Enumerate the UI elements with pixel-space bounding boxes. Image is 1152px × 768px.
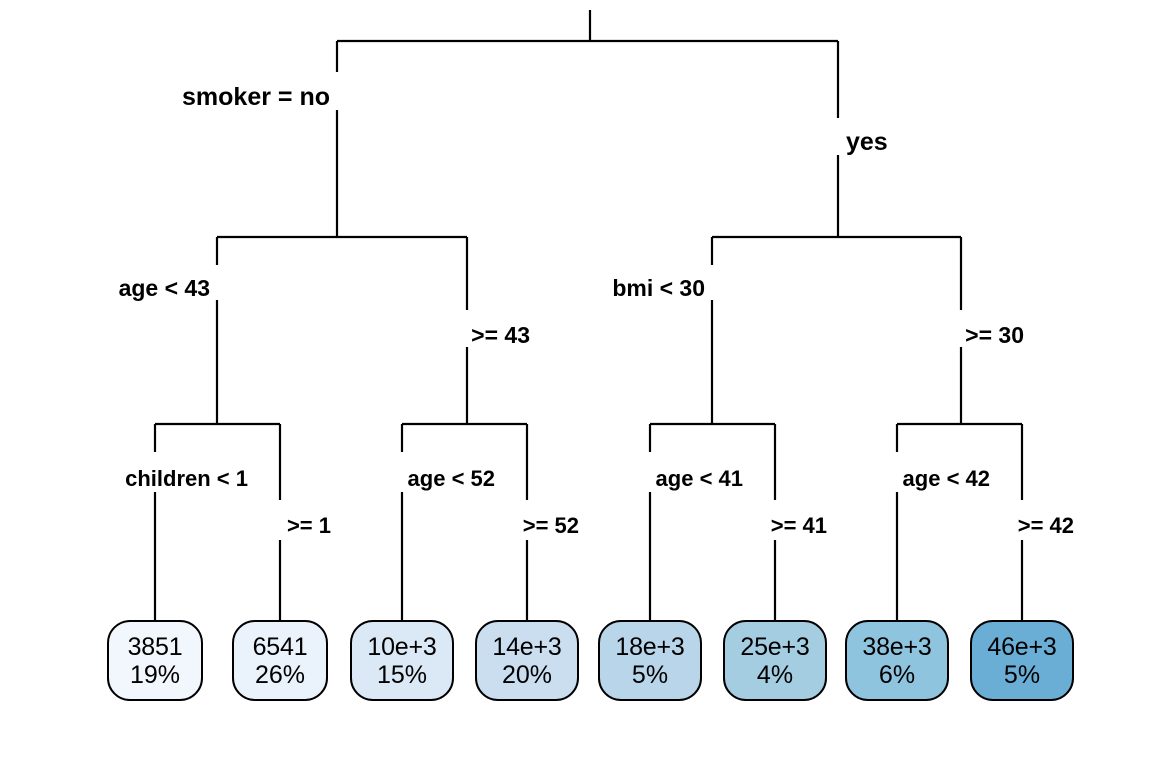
split-label-bmi-lt-30: bmi < 30	[612, 275, 705, 301]
leaf-value: 18e+3	[615, 632, 685, 661]
leaf-node-3[interactable]: 10e+3 15%	[350, 620, 454, 701]
split-label-smoker-yes: yes	[846, 128, 888, 156]
split-label-age-ge-41: >= 41	[770, 513, 827, 538]
leaf-value: 38e+3	[862, 632, 932, 661]
leaf-percent: 15%	[376, 660, 428, 689]
leaf-percent: 5%	[1003, 660, 1041, 689]
leaf-value: 6541	[252, 632, 308, 661]
leaf-value: 46e+3	[987, 632, 1057, 661]
split-label-age-ge-52: >= 52	[522, 513, 579, 538]
leaf-value: 3851	[127, 632, 183, 661]
split-label-age-lt-52: age < 52	[407, 466, 495, 491]
split-label-smoker-no: smoker = no	[182, 83, 330, 111]
leaf-node-6[interactable]: 25e+3 4%	[723, 620, 827, 701]
leaf-node-1[interactable]: 3851 19%	[107, 620, 203, 701]
leaf-value: 10e+3	[367, 632, 437, 661]
leaf-value: 25e+3	[740, 632, 810, 661]
leaf-node-2[interactable]: 6541 26%	[232, 620, 328, 701]
leaf-percent: 5%	[631, 660, 669, 689]
leaf-value: 14e+3	[492, 632, 562, 661]
split-label-children-ge-1: >= 1	[286, 513, 331, 538]
leaf-node-7[interactable]: 38e+3 6%	[845, 620, 949, 701]
leaf-node-4[interactable]: 14e+3 20%	[475, 620, 579, 701]
leaf-percent: 20%	[501, 660, 553, 689]
leaf-percent: 6%	[878, 660, 916, 689]
split-label-age-lt-42: age < 42	[902, 466, 990, 491]
leaf-node-5[interactable]: 18e+3 5%	[598, 620, 702, 701]
split-label-age-ge-42: >= 42	[1017, 513, 1074, 538]
split-label-bmi-ge-30: >= 30	[965, 322, 1024, 348]
leaf-percent: 4%	[756, 660, 794, 689]
split-label-children-lt-1: children < 1	[125, 466, 248, 491]
split-label-age-lt-43: age < 43	[118, 275, 210, 301]
split-label-age-lt-41: age < 41	[655, 466, 743, 491]
leaf-node-8[interactable]: 46e+3 5%	[970, 620, 1074, 701]
leaf-percent: 19%	[129, 660, 181, 689]
split-label-age-ge-43: >= 43	[471, 322, 530, 348]
leaf-percent: 26%	[254, 660, 306, 689]
